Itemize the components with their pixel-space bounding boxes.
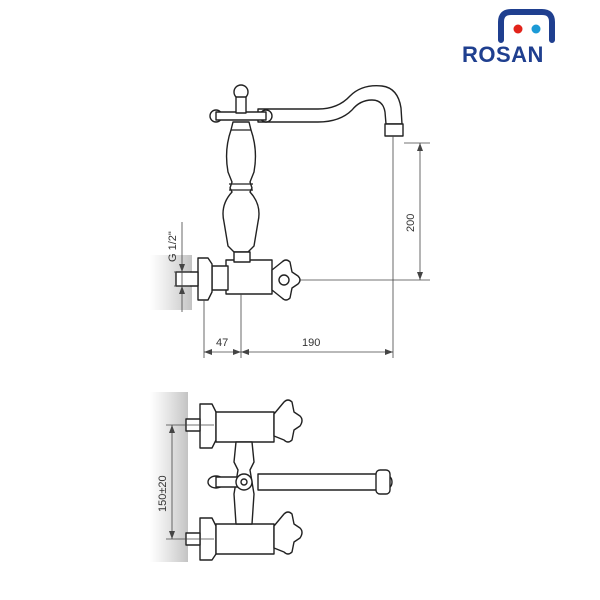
thread-arrow-bottom	[179, 286, 185, 294]
top-handle-stem	[235, 96, 247, 114]
front-spout-end	[375, 469, 391, 495]
front-view: 150±20	[150, 392, 393, 562]
logo-blue-dot-icon	[531, 24, 541, 34]
center-label: 150±20	[157, 475, 169, 512]
logo-arch-icon	[498, 9, 555, 43]
front-wall-shading	[150, 392, 188, 562]
brand-logo: ROSAN	[462, 9, 555, 67]
front-handle-center	[240, 478, 248, 486]
spout-arm	[257, 85, 403, 125]
upper-flange	[199, 403, 217, 449]
offset-arrow-left	[204, 349, 212, 355]
offset-label: 47	[216, 337, 228, 349]
valve-body	[225, 259, 273, 295]
valve-collar	[233, 251, 251, 263]
reach-arrow-right	[385, 349, 393, 355]
top-handle-crossbar	[215, 111, 267, 121]
offset-arrow-right	[233, 349, 241, 355]
logo-red-dot-icon	[513, 24, 523, 34]
valve-nut	[211, 265, 229, 291]
inlet-pipe	[175, 271, 199, 287]
reach-arrow-left	[241, 349, 249, 355]
lower-cross-handle	[273, 511, 303, 555]
height-arrow-top	[417, 143, 423, 151]
center-arrow-bottom	[169, 531, 175, 539]
column-body	[222, 121, 260, 253]
thread-label: G 1/2"	[167, 231, 179, 262]
brand-name: ROSAN	[462, 42, 544, 67]
thread-arrow-top	[179, 264, 185, 272]
side-view: G 1/2" 200 47 190	[150, 84, 430, 358]
height-arrow-bottom	[417, 272, 423, 280]
center-arrow-top	[169, 425, 175, 433]
lower-valve-body	[215, 523, 275, 555]
front-spout	[257, 473, 393, 491]
reach-label: 190	[302, 337, 320, 349]
cross-handle-hub	[278, 274, 290, 286]
spout-nozzle	[384, 123, 404, 137]
upper-cross-handle	[273, 399, 303, 443]
wall-flange	[197, 257, 213, 301]
upper-valve-body	[215, 411, 275, 443]
height-label: 200	[405, 214, 417, 232]
